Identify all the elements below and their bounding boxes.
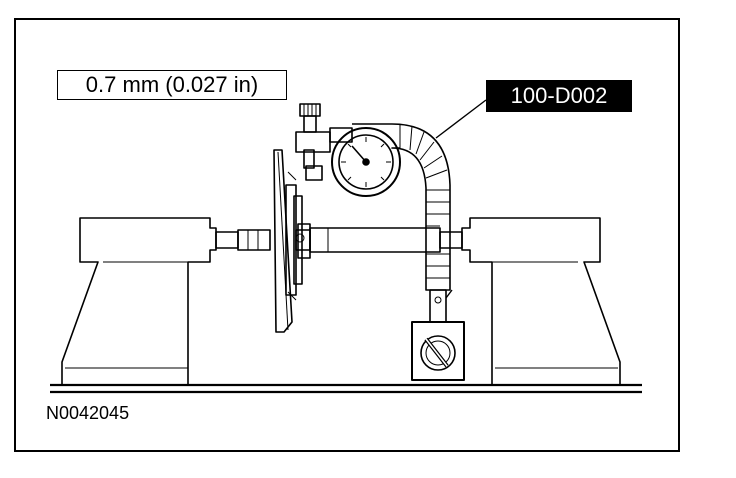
left-bench-center (61, 217, 271, 385)
dial-indicator (295, 103, 401, 197)
right-bench-center (439, 217, 621, 385)
magnetic-base (411, 321, 465, 381)
tool-number-label: 100-D002 (486, 80, 632, 112)
illustration-frame (14, 18, 680, 452)
bench-base (50, 383, 642, 394)
runout-specification-label: 0.7 mm (0.027 in) (57, 70, 287, 100)
flexible-arm (352, 123, 453, 323)
brake-disc (273, 149, 311, 333)
shaft (295, 227, 441, 253)
tool-leader-line (435, 99, 487, 139)
figure-id: N0042045 (46, 403, 130, 423)
